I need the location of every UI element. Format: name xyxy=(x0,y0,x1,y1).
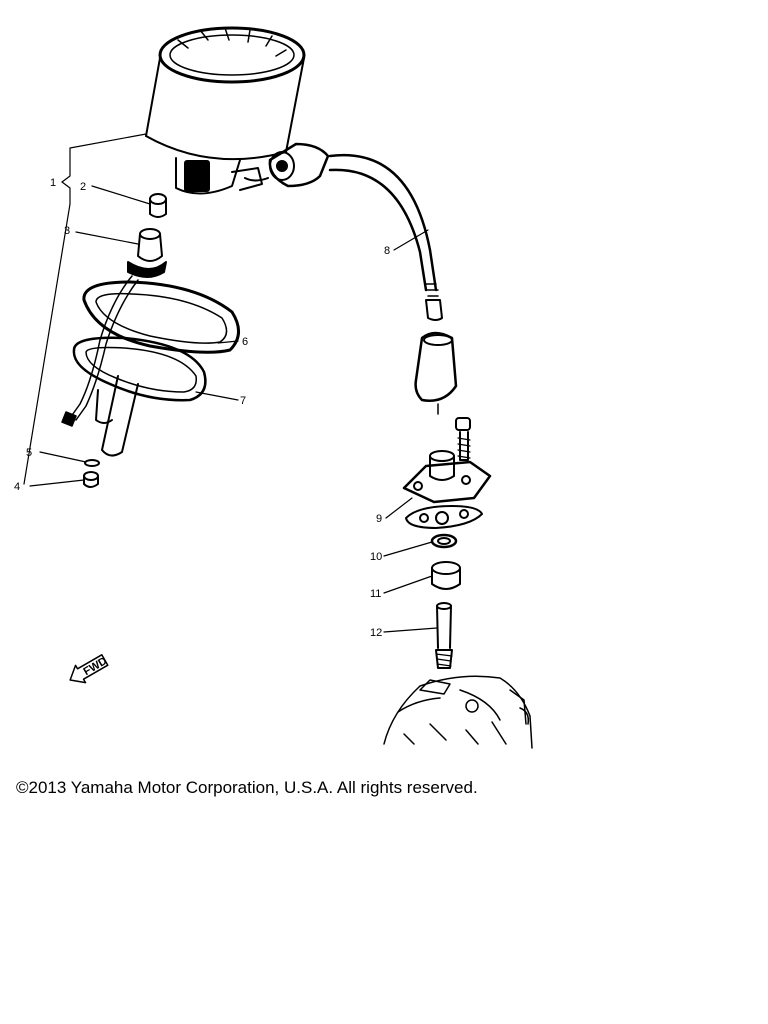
part-6-cushion xyxy=(82,280,240,354)
callout-2: 2 xyxy=(80,181,86,193)
fwd-arrow: FWD xyxy=(69,654,110,684)
callout-8: 8 xyxy=(384,245,390,257)
leader-lines xyxy=(23,133,438,633)
callout-6: 6 xyxy=(242,336,248,348)
callout-12: 12 xyxy=(370,627,382,639)
callout-5: 5 xyxy=(26,447,32,459)
callout-10: 10 xyxy=(370,551,382,563)
part-11-bushing xyxy=(431,561,461,590)
callout-1: 1 xyxy=(50,177,56,189)
part-12-shaft xyxy=(435,602,453,669)
part-7-stay xyxy=(72,336,207,402)
speedometer-assembly xyxy=(145,26,306,195)
callout-labels: 1 2 3 4 5 6 7 8 9 10 11 12 xyxy=(14,177,390,639)
callout-9: 9 xyxy=(376,513,382,525)
callout-3: 3 xyxy=(64,225,70,237)
part-3-socket xyxy=(127,228,167,278)
part-10-seal xyxy=(430,533,458,549)
copyright-notice: ©2013 Yamaha Motor Corporation, U.S.A. A… xyxy=(16,778,478,797)
part-4-nut xyxy=(83,471,99,488)
fwd-label: FWD xyxy=(82,655,110,678)
engine-case-fragment xyxy=(383,675,533,749)
part-5-washer xyxy=(84,459,100,467)
callout-4: 4 xyxy=(14,481,20,493)
callout-7: 7 xyxy=(240,395,246,407)
part-2-bulb xyxy=(149,193,167,218)
screw xyxy=(455,417,471,461)
part-9-gear-housing xyxy=(402,450,492,529)
part-8-cable xyxy=(268,142,458,415)
speedometer-stem xyxy=(95,375,139,457)
wire-harness xyxy=(61,275,139,427)
callout-11: 11 xyxy=(370,588,381,600)
